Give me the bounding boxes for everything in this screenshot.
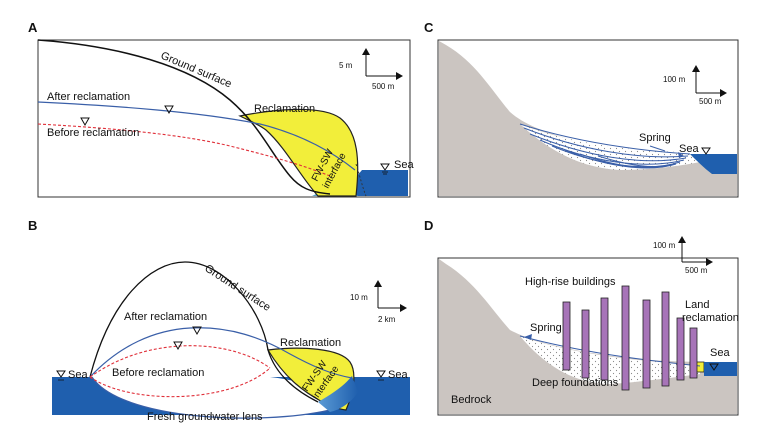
scale-vertical-label-b: 10 m [350,293,368,302]
ground-surface-label-b: Ground surface [202,262,272,313]
bedrock-label-d: Bedrock [451,394,492,406]
building-8 [689,327,698,379]
water-level-marker-b1 [192,326,202,336]
aquifer-c [520,124,700,170]
panel-d: D High-rise buildings Land reclamation S… [424,218,739,416]
ground-surface-b [89,261,319,403]
scale-vertical-label-a: 5 m [339,61,353,70]
foundations-label-d: Deep foundations [532,377,619,389]
before-reclamation-label-a: Before reclamation [47,127,139,139]
sea-label-b-left: Sea [68,369,88,381]
spring-arrow-c [649,145,666,152]
scale-bar-c [692,65,727,97]
scale-horizontal-label-b: 2 km [378,315,396,324]
before-reclamation-label-b: Before reclamation [112,367,204,379]
scale-horizontal-label-c: 500 m [699,97,722,106]
spring-arrow-head-c [678,152,684,158]
water-table-after-a [37,101,356,171]
panel-c: C Spring Sea 100 m [424,20,739,198]
flow-lines-c [519,123,691,169]
water-level-marker-a1 [164,105,174,115]
buildings-label-d: High-rise buildings [525,276,616,288]
spring-label-d: Spring [530,322,562,334]
reclamation-label-a: Reclamation [254,103,315,115]
water-table-before-a [37,123,331,177]
sea-level-marker-c [701,147,711,155]
building-5 [642,299,651,389]
sea-level-marker-d [709,363,719,371]
land-reclamation-label-d1: Land [685,299,709,311]
sea-label-b-right: Sea [388,369,408,381]
panel-letter-b: B [28,218,37,233]
panel-b: B Ground surface After reclamation Befor… [28,218,410,423]
reclamation-label-b: Reclamation [280,337,341,349]
ground-surface-label-a: Ground surface [159,50,233,91]
panel-letter-a: A [28,20,38,35]
after-reclamation-label-a: After reclamation [47,91,130,103]
scale-bar-b [374,280,407,312]
building-4 [621,285,630,391]
building-7 [676,317,685,381]
water-level-marker-a2 [80,117,90,127]
spring-arrow-head-d [524,334,532,340]
lens-boundary-b [91,376,331,419]
scale-vertical-label-d: 100 m [653,241,676,250]
sea-label-d: Sea [710,347,730,359]
sea-level-marker-b-left [56,370,66,381]
sea-level-marker-a [380,163,390,175]
sea-c [690,154,737,174]
lens-b [92,377,350,419]
water-table-after-b [89,327,353,379]
sea-label-c: Sea [679,143,699,155]
after-reclamation-label-b: After reclamation [124,311,207,323]
reclamation-a [238,108,359,197]
bedrock-c [439,41,737,196]
building-6 [661,291,670,387]
sea-level-marker-b-right [376,370,386,381]
land-reclamation-label-d2: reclamation [682,312,739,324]
sea-label-a: Sea [394,159,414,171]
ground-surface-a [37,39,331,195]
high-rise-buildings [562,285,698,391]
sea-d [704,362,737,376]
interface-line-a [355,163,367,197]
aquifer-d [520,336,700,384]
scale-vertical-label-c: 100 m [663,75,686,84]
scale-horizontal-label-d: 500 m [685,266,708,275]
panel-a-frame [37,39,411,198]
panel-letter-c: C [424,20,434,35]
scale-bar-a [362,48,403,80]
scale-horizontal-label-a: 500 m [372,82,395,91]
panel-a: A Ground surface After reclamation Befor… [28,20,414,198]
building-3 [600,297,609,381]
panel-c-frame [437,39,739,198]
building-2 [581,309,590,379]
panel-letter-d: D [424,218,433,233]
water-level-marker-b2 [173,341,183,351]
scale-bar-d [678,236,713,266]
mixing-zone-b [318,376,358,412]
spring-label-c: Spring [639,132,671,144]
lens-label-b: Fresh groundwater lens [147,411,263,423]
building-1 [562,301,571,371]
panel-d-frame [437,257,739,416]
